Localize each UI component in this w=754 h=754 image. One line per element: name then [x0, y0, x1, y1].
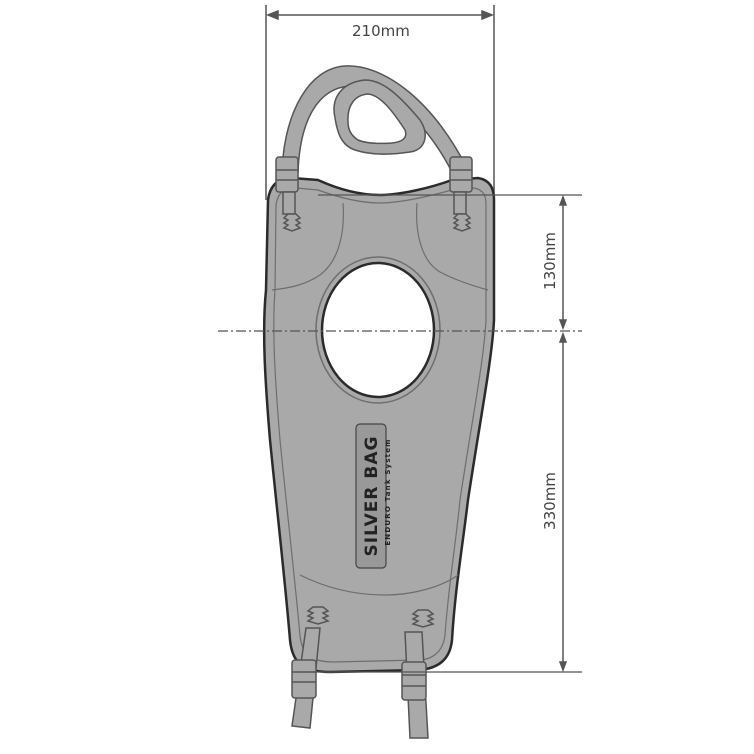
width-label: 210mm — [352, 22, 410, 40]
upper-height-label: 130mm — [541, 232, 559, 290]
logo-badge — [355, 423, 387, 569]
bottom-left-strap — [291, 606, 330, 729]
width-dimension-lines — [265, 5, 495, 200]
top-left-buckle — [275, 156, 302, 232]
handle-strap — [281, 65, 470, 173]
inner-stitch-line — [273, 187, 487, 663]
logo-title: SILVER BAG — [362, 435, 382, 557]
filler-hole — [320, 261, 436, 399]
top-right-buckle — [449, 156, 473, 232]
reference-lines — [218, 194, 582, 673]
logo-subtitle: ENDURO Tank System — [384, 438, 392, 546]
panel-seams — [271, 202, 489, 596]
lower-height-label: 330mm — [541, 472, 559, 530]
height-dimension-lines — [558, 194, 568, 673]
